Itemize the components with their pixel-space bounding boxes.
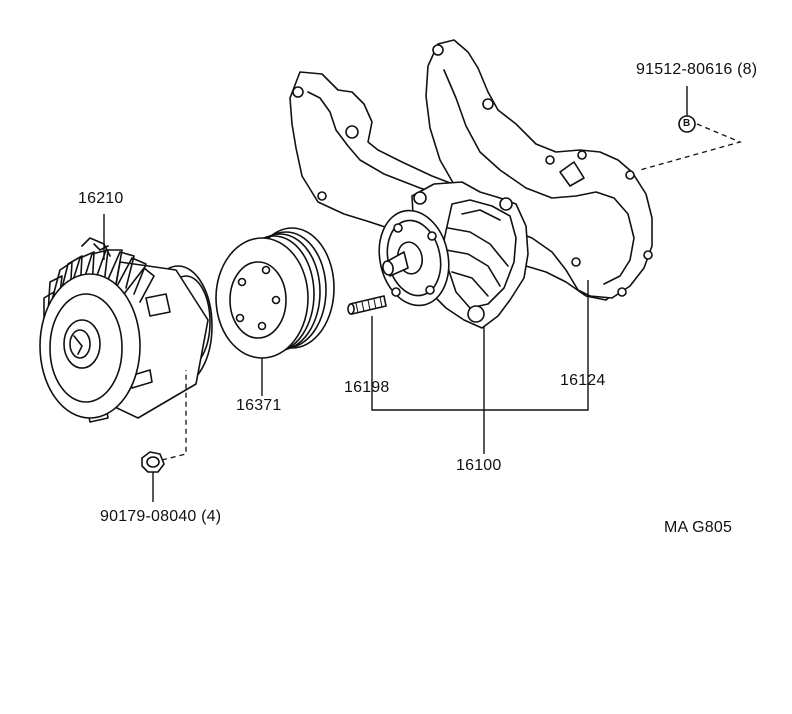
label-stud: 16198 <box>344 379 390 396</box>
callout-letter: B <box>683 118 691 129</box>
label-nut: 90179-08040 (4) <box>100 508 222 525</box>
leader-bracket-16100 <box>371 280 589 454</box>
nut <box>141 451 165 473</box>
diagram-code: MA G805 <box>664 519 733 536</box>
label-fan-clutch: 16210 <box>78 190 124 207</box>
bolt-dash-line <box>639 123 742 171</box>
label-pulley: 16371 <box>236 397 282 414</box>
label-bolt: 91512-80616 (8) <box>636 61 758 78</box>
fan-clutch <box>39 237 213 423</box>
label-gasket: 16124 <box>560 372 606 389</box>
stud <box>347 295 387 315</box>
water-pump <box>378 181 529 329</box>
pulley <box>215 227 335 359</box>
label-water-pump: 16100 <box>456 457 502 474</box>
